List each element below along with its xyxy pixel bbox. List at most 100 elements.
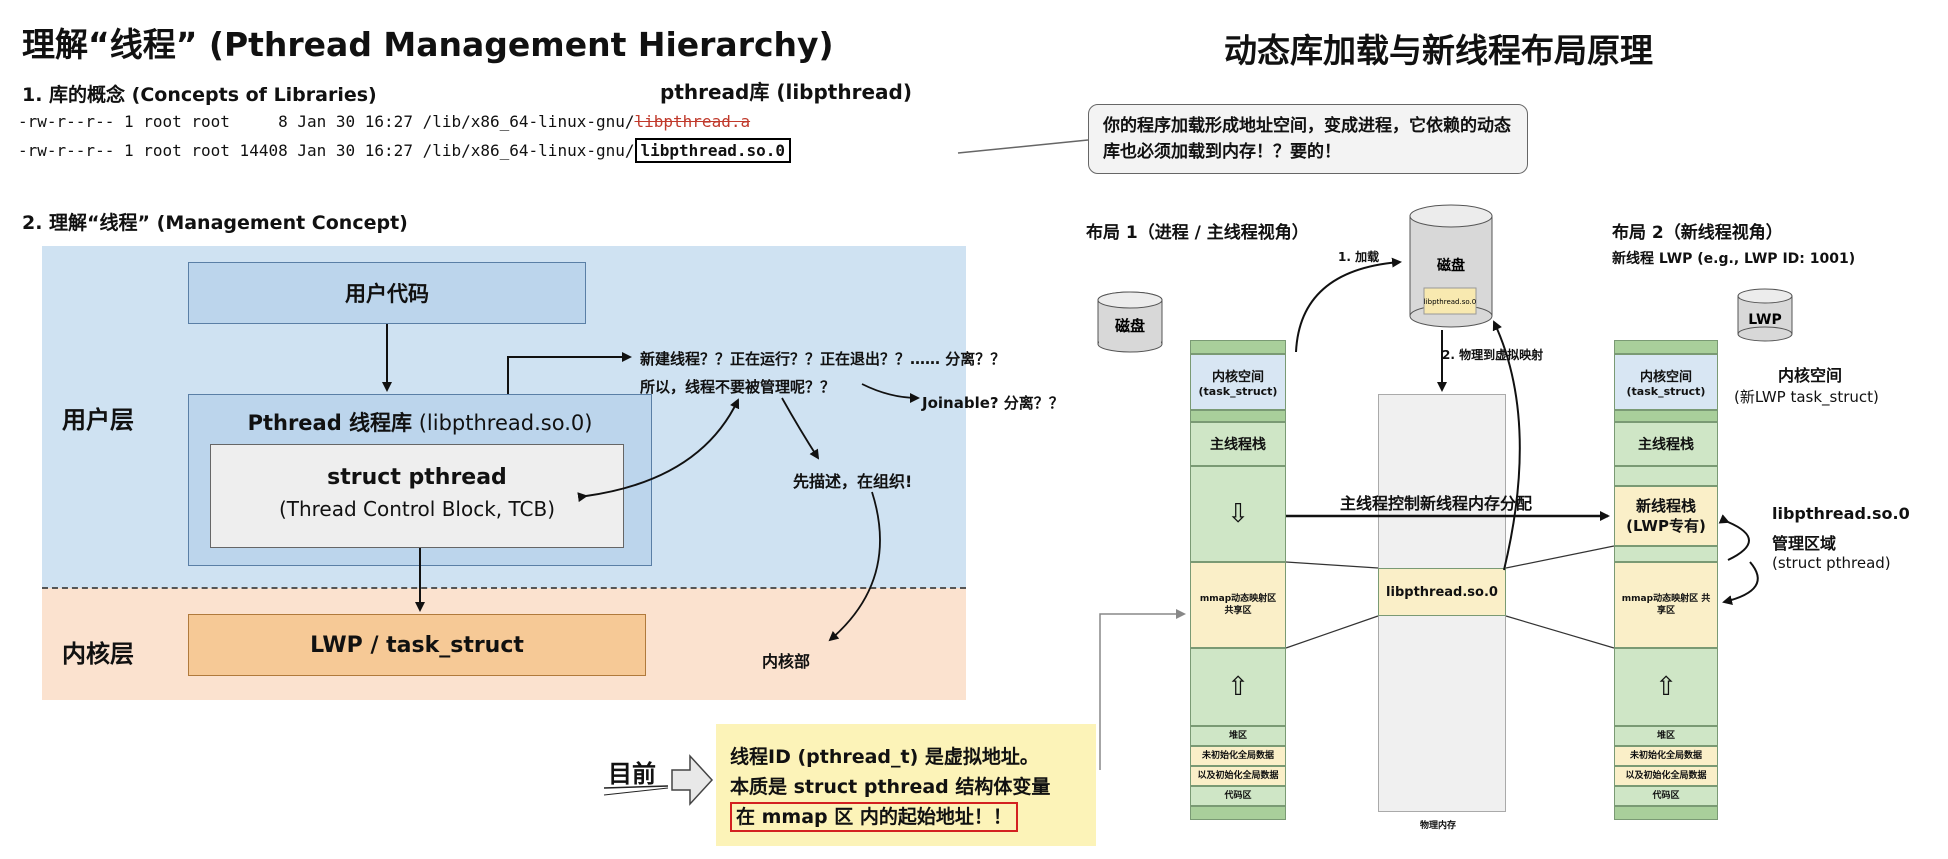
struct-pthread-sub: (Thread Control Block, TCB)	[278, 497, 556, 521]
arrow-to-joinable	[861, 383, 920, 403]
callout-box: 你的程序加载形成地址空间，变成进程，它依赖的动态库也必须加载到内存！？要的！	[1088, 104, 1528, 174]
ls-line-2: -rw-r--r-- 1 root root 14408 Jan 30 16:2…	[18, 138, 791, 163]
l2-up-arrow-icon: ⇧	[1655, 672, 1677, 702]
l2-heap: 堆区	[1614, 726, 1718, 746]
big-disk-icon	[1409, 204, 1493, 328]
struct-pthread-title: struct pthread	[327, 465, 507, 490]
small-disk-label: 磁盘	[1115, 317, 1145, 335]
struct-pthread-box: struct pthread (Thread Control Block, TC…	[210, 444, 624, 548]
current-underline	[603, 785, 669, 789]
l2-kernel-label: 内核空间	[1639, 370, 1692, 385]
l2-new-stack-label: 新线程栈	[1635, 497, 1696, 515]
l1-bar-2	[1190, 410, 1286, 422]
mgmt-line-3: (struct pthread)	[1772, 554, 1891, 572]
arrow-note-to-mmap	[1099, 609, 1186, 770]
section-2-heading: 2. 理解“线程” (Management Concept)	[22, 212, 408, 234]
l1-uninit: 未初始化全局数据	[1190, 746, 1286, 766]
lwp-cylinder-label: LWP	[1748, 312, 1782, 328]
map-line-1b	[1285, 615, 1379, 649]
user-code-box: 用户代码	[188, 262, 586, 324]
kernel-layer-label: 内核层	[62, 640, 134, 668]
l1-main-stack: 主线程栈	[1190, 422, 1286, 466]
pthread-lib-label-normal: (libpthread.so.0)	[412, 411, 593, 435]
current-arrow-icon	[671, 754, 714, 806]
arrow-struct-questions	[577, 398, 740, 503]
l1-up-arrow-icon: ⇧	[1227, 672, 1249, 702]
control-arrow-label: 主线程控制新线程内存分配	[1340, 494, 1533, 513]
l2-bottom-bar	[1614, 806, 1718, 820]
map-line-2b	[1505, 615, 1615, 649]
arrow-map	[1492, 320, 1521, 571]
right-title: 动态库加载与新线程布局原理	[1224, 31, 1653, 70]
arrow-load	[1295, 257, 1402, 353]
l2-new-stack-sub: (LWP专有)	[1626, 517, 1706, 535]
l2-uninit: 未初始化全局数据	[1614, 746, 1718, 766]
l1-kernel-sub: (task_struct)	[1198, 385, 1278, 398]
layout-1-column: 内核空间(task_struct) 主线程栈 ⇩ mmap动态映射区 共享区 ⇧…	[1190, 340, 1286, 834]
ls-line-1-file: libpthread.a	[634, 112, 751, 131]
ls-line-2-prefix: -rw-r--r-- 1 root root 14408 Jan 30 16:2…	[18, 141, 635, 160]
l1-stack-growth: ⇩	[1190, 466, 1286, 562]
left-title: 理解“线程” (Pthread Management Hierarchy)	[22, 25, 834, 64]
l1-heap: 堆区	[1190, 726, 1286, 746]
arrow-lib-to-questions	[507, 352, 632, 394]
l2-heap-growth: ⇧	[1614, 648, 1718, 726]
l1-kernel-label: 内核空间	[1211, 370, 1264, 385]
ls-line-2-file: libpthread.so.0	[634, 138, 791, 163]
current-stroke-2	[603, 787, 669, 796]
note-line-3: 在 mmap 区 内的起始地址！！	[730, 802, 1018, 832]
l2-code: 代码区	[1614, 786, 1718, 806]
small-disk-icon	[1097, 291, 1163, 353]
l2-kernel-space: 内核空间(task_struct)	[1614, 354, 1718, 410]
right-kernel-label: 内核空间	[1778, 366, 1843, 385]
describe-text: 先描述，在组织!	[793, 472, 913, 491]
l1-top-bar	[1190, 340, 1286, 354]
current-label: 目前	[608, 760, 656, 788]
l2-bar-2	[1614, 410, 1718, 422]
arrow-to-kernel-part	[828, 491, 881, 642]
l1-heap-growth: ⇧	[1190, 648, 1286, 726]
arrow-mgmt-top	[1718, 514, 1750, 561]
l2-main-stack: 主线程栈	[1614, 422, 1718, 466]
l2-new-stack: 新线程栈 (LWP专有)	[1614, 486, 1718, 546]
big-disk-label: 磁盘	[1437, 257, 1465, 274]
mgmt-line-1: libpthread.so.0	[1772, 504, 1910, 523]
layout-2-column: 内核空间(task_struct) 主线程栈 新线程栈 (LWP专有) mmap动…	[1614, 340, 1718, 834]
lib-header: pthread库 (libpthread)	[660, 80, 912, 104]
ls-line-1-prefix: -rw-r--r-- 1 root root 8 Jan 30 16:27 /l…	[18, 112, 635, 131]
phys-libpthread: libpthread.so.0	[1378, 568, 1506, 616]
section-1-heading: 1. 库的概念 (Concepts of Libraries)	[22, 84, 377, 106]
big-disk-file: libpthread.so.0	[1424, 298, 1476, 306]
pthread-lib-label: Pthread 线程库 (libpthread.so.0)	[189, 407, 651, 437]
layout-2-label: 布局 2（新线程视角）	[1612, 223, 1783, 243]
l2-top-bar	[1614, 340, 1718, 354]
pthread-lib-label-bold: Pthread 线程库	[247, 411, 413, 435]
question-line-1: 新建线程？？正在运行？？正在退出？？…… 分离？？	[640, 350, 1006, 368]
layout-1-label: 布局 1（进程 / 主线程视角）	[1086, 223, 1309, 243]
l1-init: 以及初始化全局数据	[1190, 766, 1286, 786]
mgmt-line-2: 管理区域	[1772, 534, 1837, 553]
l1-down-arrow-icon: ⇩	[1227, 499, 1249, 529]
right-kernel-sub: (新LWP task_struct)	[1734, 388, 1879, 406]
layout-2-sub: 新线程 LWP (e.g., LWP ID: 1001)	[1612, 251, 1856, 267]
l2-kernel-sub: (task_struct)	[1626, 385, 1706, 398]
ls-line-1: -rw-r--r-- 1 root root 8 Jan 30 16:27 /l…	[18, 112, 750, 131]
thread-id-note: 线程ID (pthread_t) 是虚拟地址。 本质是 struct pthre…	[716, 724, 1096, 846]
layer-divider	[42, 587, 966, 589]
l1-code: 代码区	[1190, 786, 1286, 806]
l2-gap	[1614, 466, 1718, 486]
map-line-1a	[1285, 561, 1379, 569]
step-1-label: 1. 加载	[1338, 250, 1380, 264]
step-2-label: 2. 物理到虚拟映射	[1442, 348, 1544, 362]
phys-mem-label: 物理内存	[1420, 821, 1457, 831]
kernel-part-text: 内核部	[762, 652, 811, 671]
l1-mmap-area: mmap动态映射区 共享区	[1190, 562, 1286, 648]
user-layer-label: 用户层	[62, 406, 134, 434]
l1-kernel-space: 内核空间(task_struct)	[1190, 354, 1286, 410]
l2-mmap-area: mmap动态映射区 共享区	[1614, 562, 1718, 648]
callout-pointer	[957, 139, 1089, 154]
joinable-text: Joinable? 分离？？	[922, 394, 1064, 412]
lwp-cylinder-icon	[1737, 288, 1793, 342]
l1-bottom-bar	[1190, 806, 1286, 820]
l2-init: 以及初始化全局数据	[1614, 766, 1718, 786]
